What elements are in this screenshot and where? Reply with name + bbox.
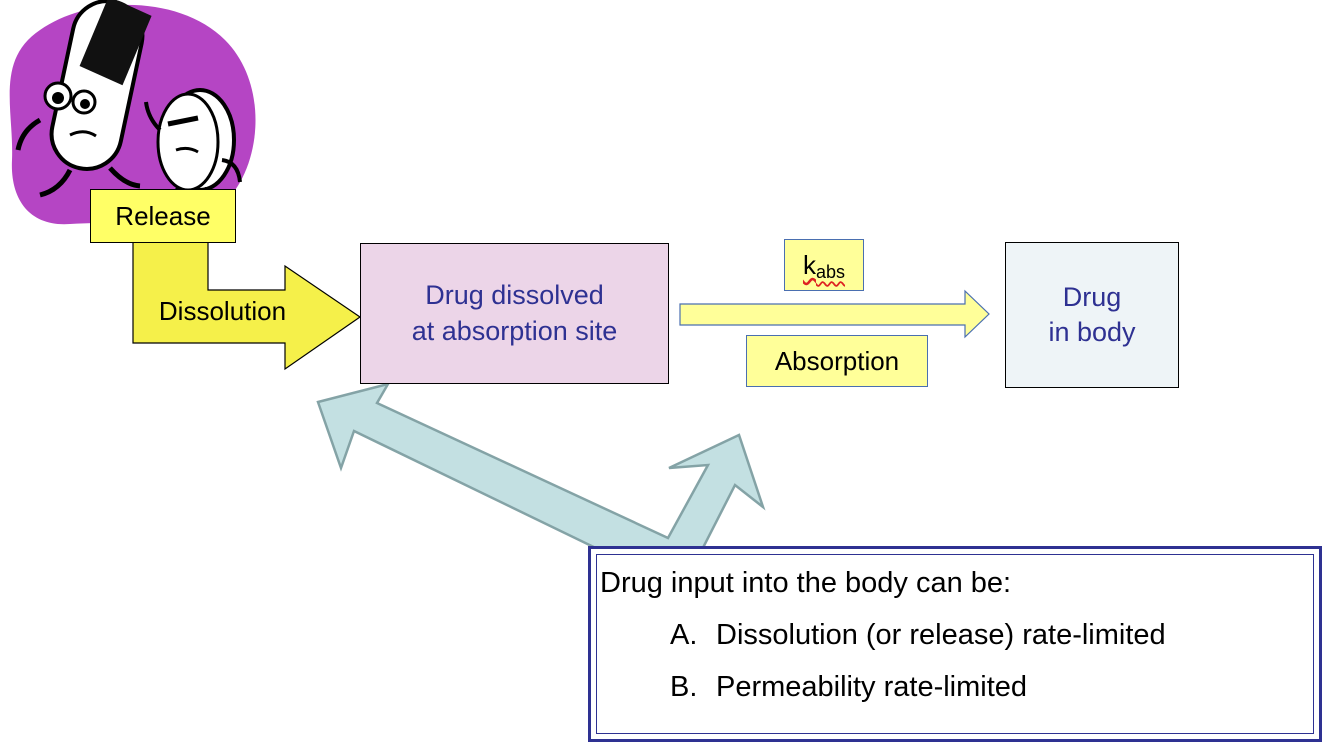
drug-in-body-line1: Drug	[1062, 281, 1122, 312]
absorption-label-text: Absorption	[774, 345, 900, 376]
pill-mascot-illustration	[9, 0, 256, 225]
absorption-site-line2: at absorption site	[411, 315, 618, 346]
drug-in-body-box: Drug in body	[1005, 242, 1179, 388]
dissolution-label: Dissolution	[158, 296, 287, 326]
note-item-text: Dissolution (or release) rate-limited	[716, 619, 1166, 651]
note-box-inner-border	[596, 554, 1314, 734]
cropped-title-area	[260, 0, 1260, 8]
rate-constant-symbol: k	[802, 249, 816, 280]
capsule-character	[15, 0, 152, 198]
absorption-site-box: Drug dissolved at absorption site	[360, 243, 669, 384]
note-box	[588, 546, 1322, 742]
absorption-arrow	[679, 289, 990, 339]
tablet-character	[144, 88, 242, 206]
note-content: Drug input into the body can be: A. Disso…	[600, 563, 1310, 719]
absorption-site-line1: Drug dissolved	[425, 280, 604, 311]
note-item-text: Permeability rate-limited	[716, 671, 1028, 703]
dissolution-arrow	[132, 240, 362, 371]
absorption-label: Absorption	[746, 335, 928, 387]
release-label-text: Release	[115, 200, 211, 231]
release-label: Release	[90, 189, 236, 243]
note-item-b: B. Permeability rate-limited	[600, 667, 1310, 719]
rate-constant-subscript: abs	[815, 261, 846, 282]
note-item-marker: B.	[670, 671, 698, 703]
note-item-a: A. Dissolution (or release) rate-limited	[600, 615, 1310, 667]
note-item-marker: A.	[670, 619, 698, 651]
rate-limiting-double-arrow	[316, 382, 766, 587]
note-heading: Drug input into the body can be:	[600, 567, 1012, 599]
drug-in-body-line2: in body	[1048, 317, 1136, 347]
